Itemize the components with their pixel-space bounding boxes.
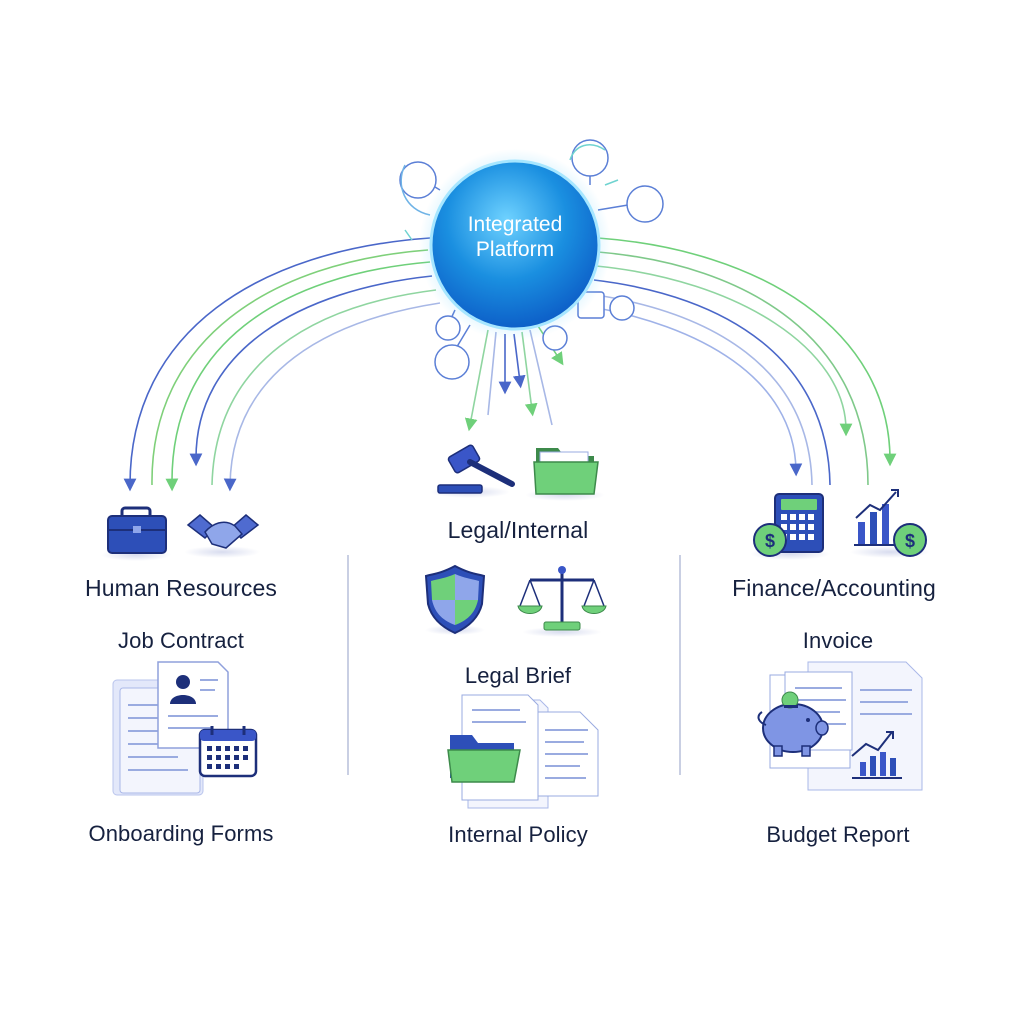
arc-right-1: [597, 237, 897, 467]
scales-icon: [517, 566, 607, 637]
growth-chart-icon: $: [850, 489, 930, 558]
svg-text:$: $: [905, 531, 915, 551]
gavel-icon: [430, 444, 515, 498]
arc-left-5: [211, 289, 437, 486]
finance-doc-budget-report: Budget Report: [766, 822, 910, 847]
hub-satellites: [399, 139, 664, 380]
bar-chart-icon: [851, 731, 902, 779]
arc-right-5: [589, 293, 813, 486]
calculator-icon: $: [750, 493, 830, 560]
arc-right-6: [585, 305, 803, 477]
ray-2: [487, 331, 497, 416]
hub-label: Integrated Platform: [430, 212, 600, 262]
column-divider-left: [347, 555, 349, 775]
finance-title: Finance/Accounting: [732, 575, 936, 601]
integrated-platform-hub: [429, 159, 601, 331]
legal-doc-legal-brief: Legal Brief: [464, 663, 572, 688]
ray-6: [529, 329, 553, 426]
finance-doc-invoice: Invoice: [802, 628, 874, 653]
hr-title: Human Resources: [85, 575, 277, 601]
arc-left-3: [165, 261, 431, 492]
legal-title: Legal/Internal: [447, 517, 589, 543]
finance-documents-illustration: [757, 661, 923, 791]
arc-right-4: [593, 279, 831, 486]
shield-icon: [424, 564, 486, 635]
hub-label-line1: Integrated: [467, 213, 563, 236]
briefcase-icon: [101, 506, 171, 561]
piggy-bank-icon: [757, 691, 829, 757]
calendar-icon: [198, 726, 258, 778]
folder-icon: [525, 448, 605, 501]
handshake-icon: [184, 514, 260, 558]
column-divider-right: [679, 555, 681, 775]
hr-doc-onboarding-forms: Onboarding Forms: [88, 821, 274, 846]
ray-1: [464, 329, 489, 432]
legal-doc-internal-policy: Internal Policy: [448, 822, 588, 847]
arc-left-6: [223, 302, 441, 492]
legal-documents-illustration: [447, 694, 599, 809]
arc-right-2: [597, 251, 869, 486]
ray-4: [512, 333, 526, 389]
svg-text:$: $: [765, 531, 775, 551]
hr-doc-job-contract: Job Contract: [118, 628, 244, 653]
arc-left-2: [151, 249, 429, 486]
hub-label-line2: Platform: [475, 238, 555, 261]
arc-left-4: [189, 275, 433, 467]
ray-5: [521, 331, 538, 417]
arc-right-3: [595, 265, 853, 437]
arc-left-1: [123, 237, 431, 492]
onboarding-documents-illustration: [112, 661, 258, 796]
